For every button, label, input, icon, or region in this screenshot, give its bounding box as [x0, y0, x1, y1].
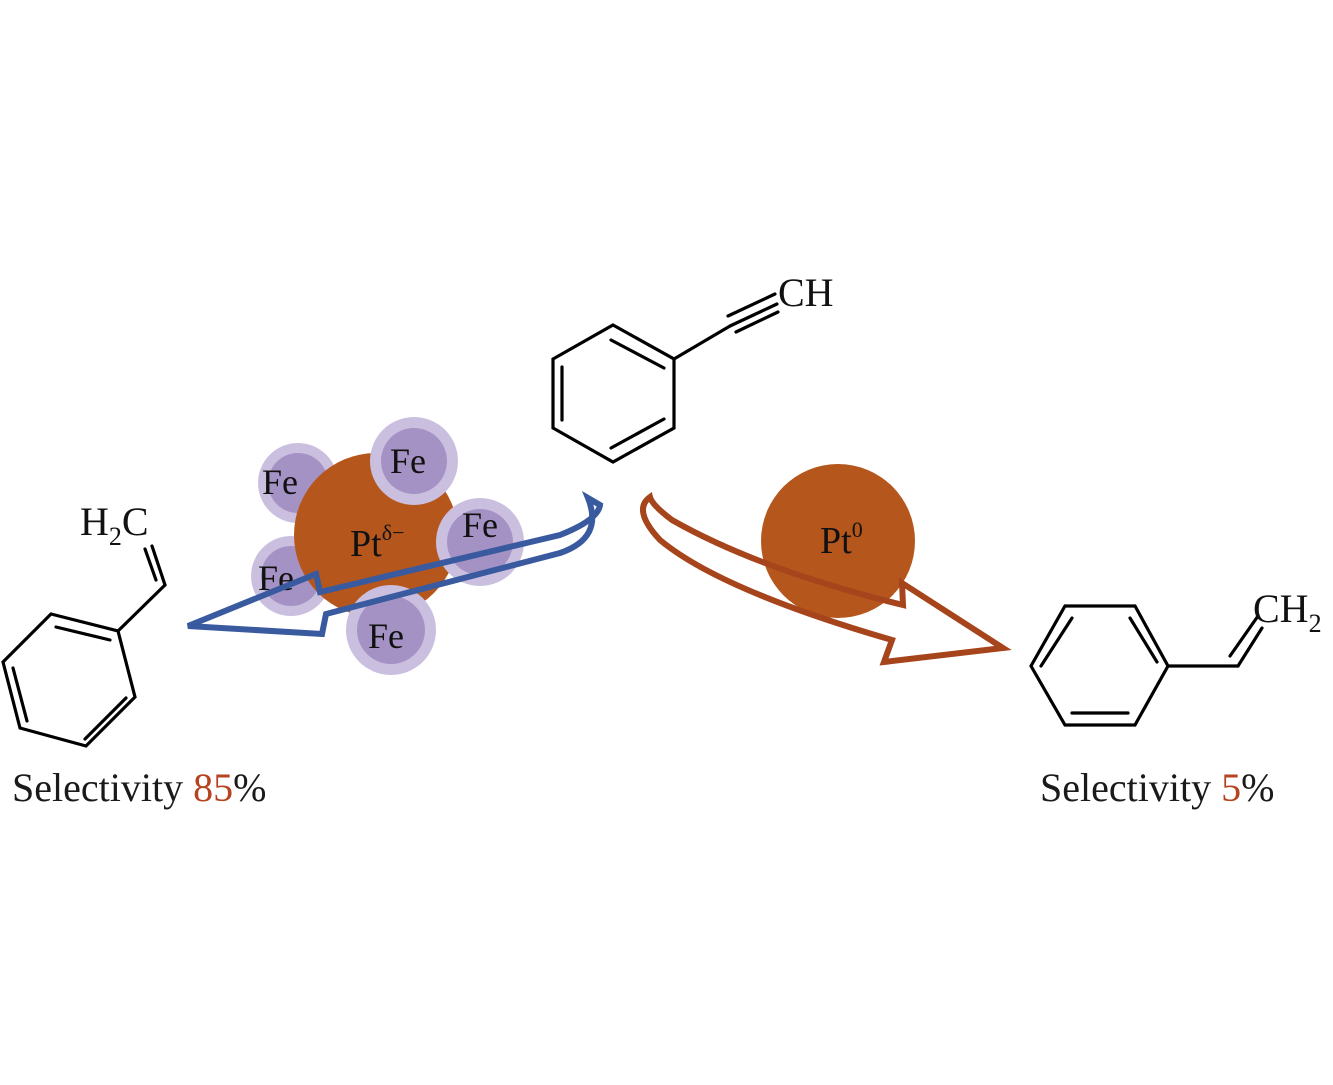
benzene-ring — [1, 612, 137, 748]
alkyne-bond — [672, 324, 732, 361]
selectivity-value: 85 — [193, 765, 234, 810]
ring-double-bond — [609, 417, 666, 450]
selectivity-label: Selectivity — [12, 765, 184, 810]
pt-delta-label: Ptδ− — [350, 520, 404, 565]
alkyne-bond — [726, 292, 777, 318]
pt-fe-catalyst: Fe Fe Fe Fe Fe Ptδ− — [251, 417, 524, 675]
fe-label: Fe — [368, 616, 404, 656]
right-selectivity-caption: Selectivity 5% — [1040, 764, 1274, 811]
vinyl-double-bond — [1236, 626, 1264, 668]
left-product-h2c-label: H2C — [80, 499, 149, 551]
ring-double-bond — [11, 666, 29, 723]
left-selectivity-caption: Selectivity 85% — [12, 764, 266, 811]
fe-atom — [370, 417, 458, 505]
selectivity-value: 5 — [1221, 765, 1242, 810]
fe-label: Fe — [262, 462, 298, 502]
ring-double-bond — [54, 625, 112, 642]
ring-double-bond — [83, 696, 128, 741]
fe-label: Fe — [462, 505, 498, 545]
vinyl-bond — [116, 583, 167, 633]
selectivity-unit: % — [1241, 765, 1275, 810]
fe-label: Fe — [390, 441, 426, 481]
styrene-molecule-right — [1029, 604, 1264, 727]
selectivity-label: Selectivity — [1040, 765, 1212, 810]
styrene-molecule-left — [1, 544, 167, 748]
right-reaction-arrow — [639, 491, 1012, 666]
ring-double-bond — [609, 338, 666, 370]
pt0-particle — [761, 464, 915, 618]
vinyl-double-bond — [150, 544, 167, 587]
alkyne-bond — [728, 302, 779, 328]
right-product-ch2-label: CH2 — [1253, 586, 1322, 638]
left-reaction-arrow — [186, 491, 604, 638]
reactant-ch-label: CH — [778, 270, 834, 315]
vinyl-double-bond — [143, 547, 158, 582]
alkyne-bond — [734, 310, 780, 334]
selectivity-unit: % — [233, 765, 267, 810]
ring-double-bond — [1039, 616, 1074, 668]
pt0-label: Pt0 — [820, 517, 863, 562]
fe-atom — [346, 585, 436, 675]
ring-double-bond — [1128, 616, 1159, 664]
benzene-ring — [1029, 604, 1170, 727]
benzene-ring — [551, 323, 676, 464]
vinyl-double-bond — [1228, 614, 1260, 658]
phenylacetylene-molecule — [551, 292, 780, 464]
